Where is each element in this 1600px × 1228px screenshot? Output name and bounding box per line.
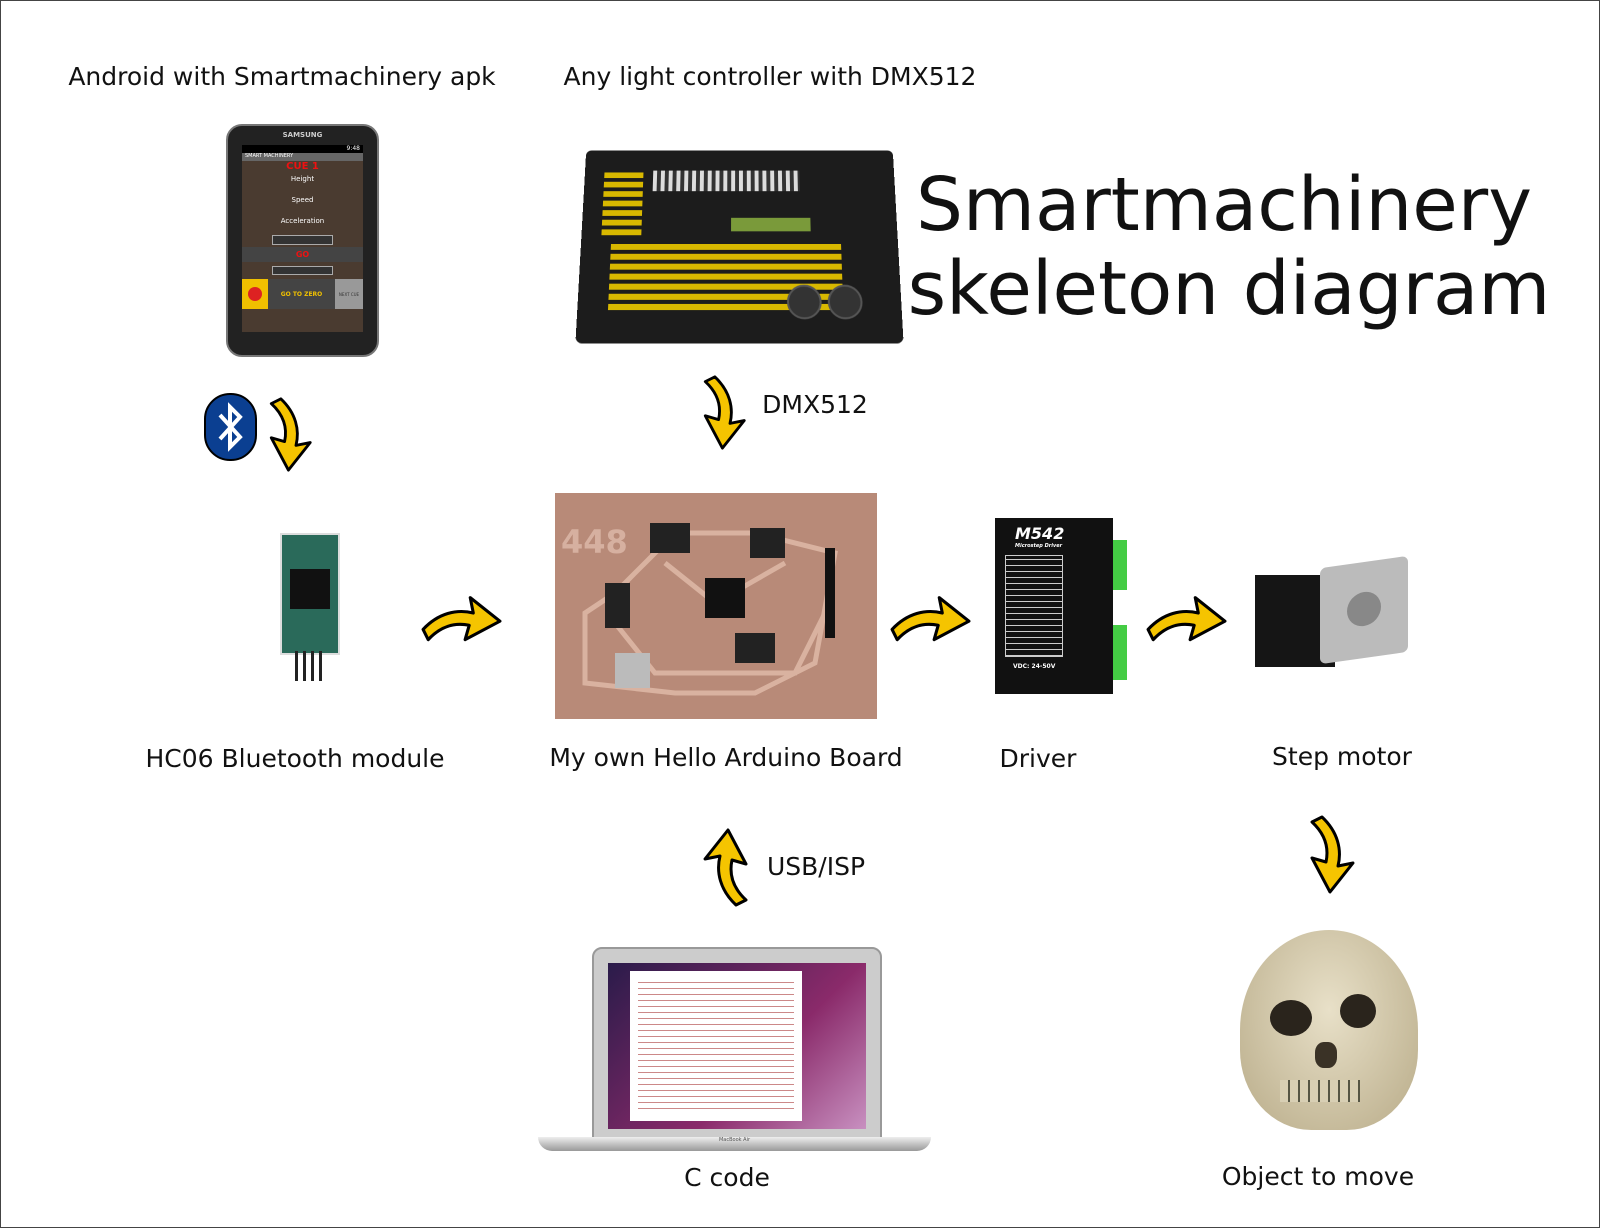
arrow-down-icon — [692, 370, 768, 454]
tablet-field: Acceleration — [280, 217, 325, 225]
arrow-up-icon — [703, 828, 748, 907]
board-label: My own Hello Arduino Board — [549, 743, 903, 772]
android-label: Android with Smartmachinery apk — [68, 62, 496, 91]
arduino-board-image: 448 — [555, 493, 877, 719]
driver-subtitle: Microstep Driver — [1015, 543, 1063, 549]
driver-label: Driver — [999, 744, 1077, 773]
tablet-brand: SAMSUNG — [282, 131, 323, 139]
bluetooth-icon — [204, 393, 257, 461]
arrow-down-icon — [258, 392, 334, 476]
laptop-brand: MacBook Air — [718, 1137, 751, 1143]
tablet-app-bar: SMART MACHINERY — [242, 153, 363, 161]
tablet-field: Speed — [291, 196, 314, 204]
driver-voltage: VDC: 24-50V — [1013, 663, 1056, 670]
tablet-screen: 9:48 SMART MACHINERY CUE 1 Height Speed … — [242, 145, 363, 332]
arrow-down-icon — [1298, 812, 1378, 896]
skull-image — [1240, 930, 1418, 1130]
android-tablet-image: SAMSUNG 9:48 SMART MACHINERY CUE 1 Heigh… — [226, 124, 379, 357]
arrow-right-icon — [1146, 596, 1227, 642]
controller-label: Any light controller with DMX512 — [563, 62, 977, 91]
arrow-right-icon — [421, 596, 502, 642]
tablet-field: Height — [290, 175, 315, 183]
tablet-go-to-zero: GO TO ZERO — [268, 279, 335, 309]
tablet-go: GO — [242, 247, 363, 262]
tablet-next-cue: NEXT CUE — [335, 279, 363, 309]
title-line2: skeleton diagram — [907, 246, 1551, 332]
usb-link-label: USB/ISP — [766, 852, 866, 881]
board-marking: 448 — [561, 523, 628, 561]
tablet-cue: CUE 1 — [286, 161, 319, 172]
dmx-link-label: DMX512 — [762, 390, 868, 419]
dmx-controller-image — [575, 150, 904, 344]
driver-image: M542 Microstep Driver VDC: 24-50V — [995, 518, 1113, 694]
hc06-label: HC06 Bluetooth module — [145, 744, 445, 773]
object-label: Object to move — [1221, 1162, 1415, 1191]
driver-model: M542 — [1015, 524, 1065, 543]
c-code-label: C code — [684, 1163, 770, 1192]
tablet-time: 9:48 — [242, 145, 363, 153]
title-line1: Smartmachinery — [915, 162, 1533, 248]
arrow-right-icon — [890, 596, 971, 642]
laptop-image — [592, 947, 882, 1141]
hc06-module-image — [280, 533, 340, 655]
motor-label: Step motor — [1272, 742, 1412, 771]
